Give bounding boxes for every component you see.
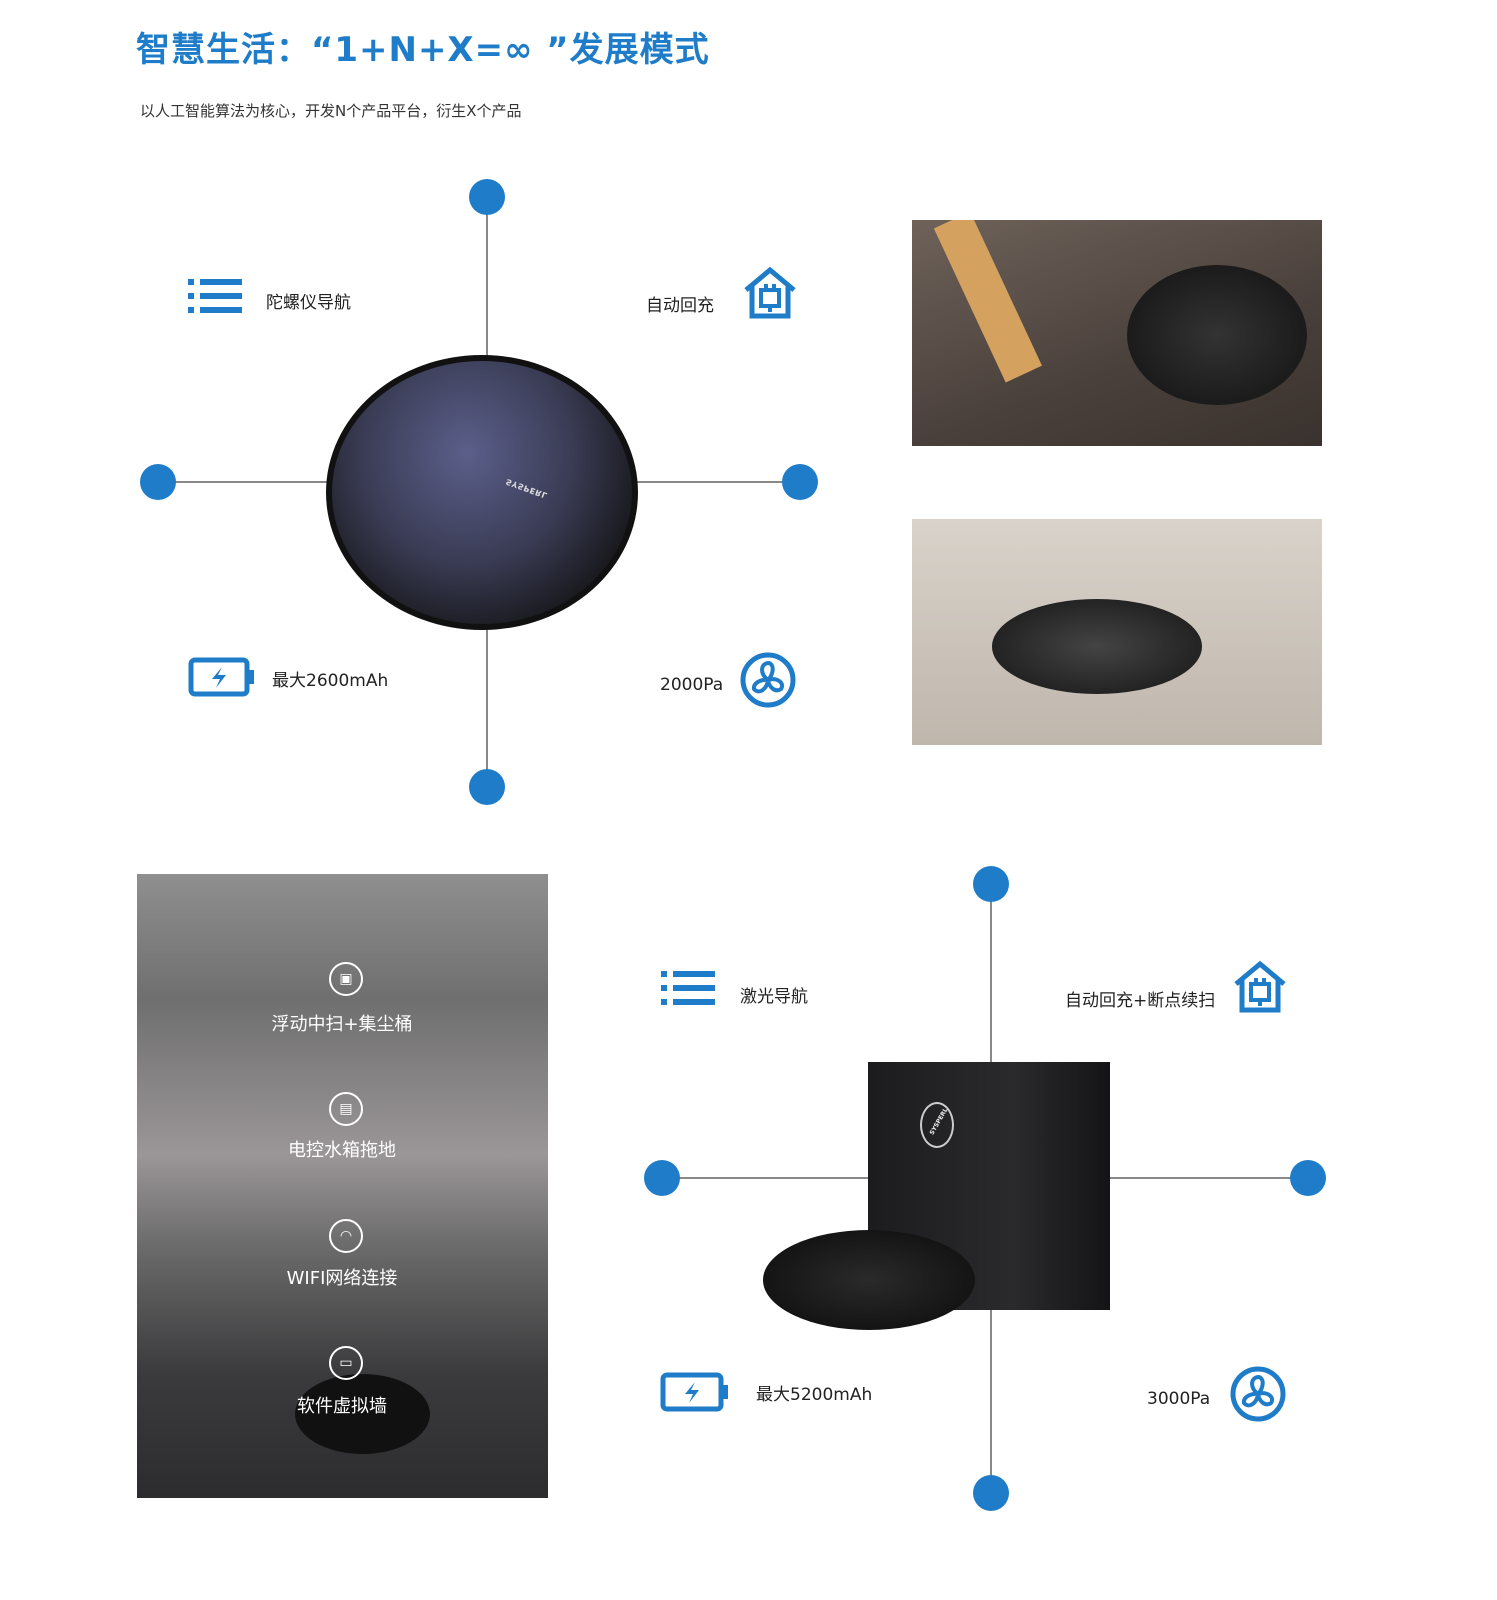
lifestyle-feature: 电控水箱拖地 — [288, 1140, 396, 1161]
lifestyle-feature: WIFI网络连接 — [286, 1268, 398, 1289]
feature-suction: 2000Pa — [660, 675, 724, 695]
axis-dot — [973, 1475, 1009, 1511]
feature-navigation: 陀螺仪导航 — [266, 293, 351, 313]
home-charge-icon — [1234, 960, 1286, 1013]
fan-icon — [740, 652, 796, 708]
robot-floor-photo — [912, 220, 1322, 446]
lifestyle-feature: 浮动中扫+集尘桶 — [271, 1014, 413, 1035]
axis-dot — [469, 769, 505, 805]
axis-dot — [644, 1160, 680, 1196]
robot-vacuum-image — [763, 1230, 975, 1330]
page-title: 智慧生活：“1+N+X=∞ ”发展模式 — [136, 30, 710, 70]
feature-recharge: 自动回充+断点续扫 — [1065, 991, 1216, 1011]
robot-carpet-photo — [912, 519, 1322, 745]
fan-icon — [1230, 1366, 1286, 1422]
axis-dot — [469, 179, 505, 215]
axis-dot — [1290, 1160, 1326, 1196]
feature-navigation: 激光导航 — [740, 987, 808, 1007]
feature-battery: 最大5200mAh — [756, 1385, 873, 1405]
bedroom-lifestyle-photo: ▣ 浮动中扫+集尘桶 ▤ 电控水箱拖地 ◠ WIFI网络连接 ▭ 软件虚拟墙 — [137, 874, 548, 1498]
page-subtitle: 以人工智能算法为核心，开发N个产品平台，衍生X个产品 — [140, 102, 522, 120]
water-tank-icon: ▤ — [329, 1092, 363, 1126]
axis-dot — [782, 464, 818, 500]
battery-icon — [188, 657, 254, 697]
feature-suction: 3000Pa — [1147, 1389, 1211, 1409]
axis-dot — [973, 866, 1009, 902]
lifestyle-feature: 软件虚拟墙 — [297, 1396, 387, 1417]
robot-vacuum-image — [326, 355, 638, 630]
home-charge-icon — [744, 266, 796, 319]
feature-battery: 最大2600mAh — [272, 671, 389, 691]
axis-dot — [140, 464, 176, 500]
battery-icon — [660, 1372, 728, 1412]
wifi-icon: ◠ — [329, 1219, 363, 1253]
list-icon — [661, 971, 715, 1005]
virtual-wall-icon: ▭ — [329, 1346, 363, 1380]
dustbin-icon: ▣ — [329, 962, 363, 996]
feature-recharge: 自动回充 — [646, 296, 714, 316]
list-icon — [188, 279, 242, 313]
robot-image — [295, 1374, 430, 1454]
